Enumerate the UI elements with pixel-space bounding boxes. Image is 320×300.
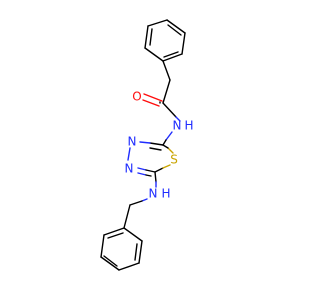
bond-s-c: [167, 147, 174, 154]
bond: [181, 32, 186, 55]
bond-c-n-amide-colored: [175, 116, 181, 122]
bond: [144, 25, 149, 49]
bond-double-inner: [103, 255, 118, 267]
bond: [118, 262, 140, 271]
atom-o: O: [132, 90, 141, 104]
top-phenyl-ring: [144, 19, 186, 62]
bond-c-n-amide: [162, 102, 177, 118]
bond: [145, 169, 156, 173]
atom-h-amine: H: [161, 187, 170, 201]
thiadiazole-ring: [127, 141, 174, 177]
bond-ch2-ring: [123, 204, 131, 229]
bond: [149, 142, 164, 146]
bond-double-inner: [137, 172, 147, 176]
bond-n-ring-c: [162, 139, 167, 146]
bottom-phenyl-ring: [100, 227, 143, 271]
bond: [103, 227, 125, 236]
bond-double-inner: [163, 51, 179, 58]
bond: [162, 53, 183, 62]
bond-ch2: [162, 60, 171, 81]
bond-n-n: [127, 147, 131, 161]
bond: [162, 144, 169, 149]
bond-c-s: [162, 164, 171, 169]
bond: [166, 19, 186, 34]
bond: [139, 141, 151, 144]
bond: [100, 234, 105, 258]
bond-n-ch2: [141, 198, 148, 202]
bond-n-ch2: [129, 200, 143, 206]
bond-double-inner: [145, 174, 152, 177]
atom-n-amine: N: [149, 187, 158, 201]
bond: [100, 256, 120, 271]
bond: [144, 47, 164, 62]
bond: [154, 167, 164, 173]
atom-s: S: [170, 153, 178, 167]
bond-double-inner: [149, 28, 153, 46]
bond-carbonyl-o-double: [142, 99, 160, 107]
bond-double-inner: [134, 243, 138, 261]
bond-double-inner: [107, 232, 124, 239]
atom-n4: N: [125, 162, 134, 176]
bond-double-inner: [167, 24, 182, 36]
atom-n-amide: N: [173, 119, 182, 133]
atom-h-amide: H: [184, 119, 193, 133]
bond-carbonyl-o: [143, 93, 163, 102]
bond: [138, 240, 143, 264]
atom-n3: N: [128, 135, 137, 149]
bond: [147, 19, 168, 27]
structure-diagram: O N H N N S N H: [100, 19, 194, 271]
bond-c-carbonyl: [162, 79, 171, 104]
bond: [137, 167, 147, 171]
molecule-canvas: O N H N N S N H: [100, 19, 194, 271]
bond-c-n-amine: [154, 171, 157, 183]
bond-n-ring: [165, 131, 173, 141]
bond-double-inner: [149, 147, 162, 151]
bond: [123, 227, 143, 242]
